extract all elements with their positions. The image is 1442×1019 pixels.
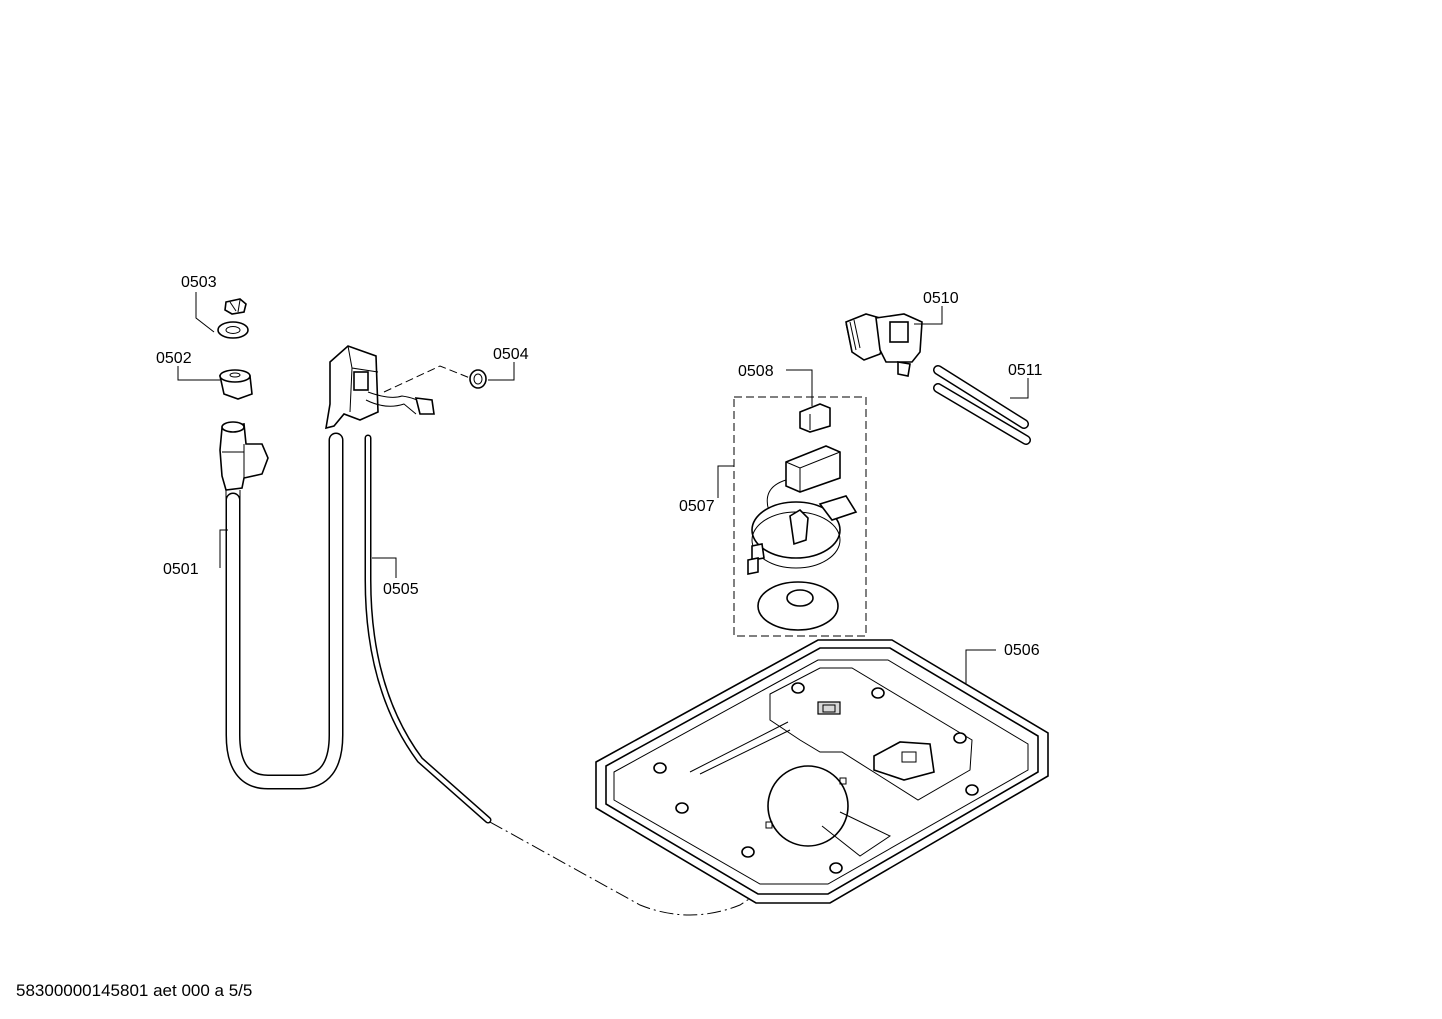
aquastop-box [325, 345, 435, 430]
connector-line-0505 [489, 821, 791, 916]
part-0501-inlet-hose [219, 421, 344, 790]
tray-mounting-points [653, 682, 979, 874]
connector-line-0504 [383, 365, 471, 393]
leader-lines [177, 292, 1029, 684]
label-0503: 0503 [181, 274, 217, 291]
part-0507-group-box [733, 396, 867, 637]
part-0508-connector [799, 403, 831, 433]
part-0504-washer [469, 369, 487, 389]
document-footer-id: 58300000145801 aet 000 a 5/5 [16, 981, 253, 1000]
part-0510-valve [845, 313, 923, 377]
part-0505-drain-hose [364, 434, 492, 824]
label-0502: 0502 [156, 350, 192, 367]
part-0502-nut [219, 369, 253, 400]
label-0510: 0510 [923, 290, 959, 307]
part-0506-base-tray [595, 639, 1049, 904]
part-0507-float-switch [747, 445, 858, 631]
label-0506: 0506 [1004, 642, 1040, 659]
label-0501: 0501 [163, 561, 199, 578]
label-0504: 0504 [493, 346, 529, 363]
label-0507: 0507 [679, 498, 715, 515]
label-0511: 0511 [1008, 362, 1043, 379]
label-0508: 0508 [738, 363, 774, 380]
label-0505: 0505 [383, 581, 419, 598]
part-0503-cap [217, 298, 249, 339]
part-0511-tubes [933, 365, 1031, 445]
